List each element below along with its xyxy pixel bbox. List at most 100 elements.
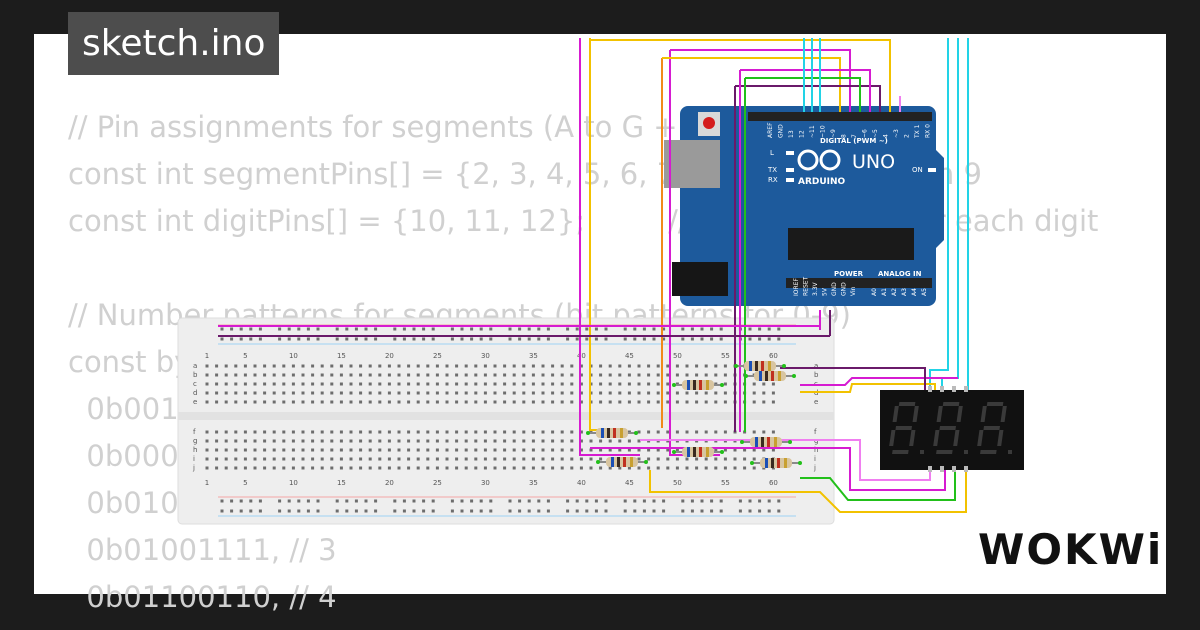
analog-pin-label: A1: [881, 288, 888, 296]
digital-pin-label: RX 0: [925, 124, 932, 138]
column-number: 60: [769, 352, 778, 360]
resistor: [744, 371, 796, 381]
wires: [218, 38, 969, 513]
column-number: 50: [673, 479, 682, 487]
digit: [977, 402, 1012, 454]
column-number: 15: [337, 352, 346, 360]
row-letter: i: [193, 455, 195, 463]
power-pin-label: RESET: [803, 276, 810, 296]
column-number: 20: [385, 352, 394, 360]
power-analog-header: [786, 278, 932, 288]
analog-pin-label: A3: [901, 288, 908, 296]
row-letter: g: [193, 437, 197, 445]
led-l-label: L: [770, 149, 774, 157]
column-number: 15: [337, 479, 346, 487]
code-line: 0b01001111, // 3: [68, 533, 337, 567]
code-line: 0b01100110, // 4: [68, 580, 337, 614]
row-letter: h: [193, 446, 197, 454]
column-number: 25: [433, 479, 442, 487]
analog-pin-label: A5: [921, 288, 928, 296]
digital-pin-label: 8: [841, 134, 848, 138]
column-number: 5: [243, 479, 247, 487]
analog-pin-label: A2: [891, 288, 898, 296]
seven-segment-display: [880, 386, 1024, 472]
column-number: 40: [577, 352, 586, 360]
digital-pin-label: GND: [778, 124, 785, 138]
power-jack: [672, 262, 728, 296]
row-letter: a: [814, 362, 818, 370]
usb-port: [664, 140, 720, 188]
row-letter: h: [814, 446, 818, 454]
resistors: [586, 361, 802, 468]
column-number: 45: [625, 352, 634, 360]
power-pin-label: 3.3V: [812, 281, 819, 296]
digital-pin-label: TX 1: [914, 124, 921, 139]
digital-pin-label: ~9: [830, 129, 837, 138]
file-title-badge: sketch.ino: [68, 12, 280, 75]
power-pin-label: GND: [841, 282, 848, 296]
arduino-logo-icon: [797, 149, 841, 171]
row-letter: d: [193, 389, 197, 397]
column-number: 1: [205, 479, 209, 487]
digital-pin-label: ~11: [809, 125, 816, 138]
arduino-uno-board: UNO ARDUINO DIGITAL (PWM ~) POWER ANALOG…: [664, 106, 944, 306]
row-letter: b: [193, 371, 198, 379]
led-tx-label: TX: [767, 166, 777, 174]
column-number: 35: [529, 352, 538, 360]
breadboard-column-numbers: 1155101015152020252530303535404045455050…: [205, 352, 778, 487]
column-number: 30: [481, 352, 490, 360]
analog-pin-label: A0: [871, 288, 878, 296]
column-number: 60: [769, 479, 778, 487]
display-digits: [889, 402, 1012, 454]
digital-pin-label: ~5: [872, 129, 879, 138]
row-letter: f: [193, 428, 196, 436]
wire-magenta: [579, 38, 640, 456]
wokwi-logo: WOKWi: [978, 525, 1164, 574]
breadboard-holes: [205, 327, 781, 513]
digital-pin-label: 13: [788, 130, 795, 138]
column-number: 50: [673, 352, 682, 360]
resistor: [740, 437, 792, 447]
column-number: 40: [577, 479, 586, 487]
power-pin-label: 5V: [822, 287, 829, 296]
digit: [889, 402, 924, 454]
row-letter: j: [192, 464, 195, 472]
arduino-model-label: UNO: [852, 151, 895, 173]
resistor: [596, 457, 648, 467]
power-pin-label: IOREF: [793, 278, 800, 296]
digit: [933, 402, 968, 454]
digital-pin-label: ~10: [820, 125, 827, 138]
row-letter: c: [193, 380, 197, 388]
analog-pin-label: A4: [911, 288, 918, 296]
column-number: 45: [625, 479, 634, 487]
row-letter: e: [814, 398, 818, 406]
analog-label: ANALOG IN: [878, 270, 922, 278]
row-letter: a: [193, 362, 197, 370]
digital-pin-label: ~3: [893, 129, 900, 138]
arduino-brand-label: ARDUINO: [798, 177, 846, 187]
power-pin-label: Vin: [850, 286, 857, 296]
row-letter: f: [814, 428, 817, 436]
digital-pin-label: 2: [904, 134, 911, 138]
resistor: [734, 361, 786, 371]
row-letter: j: [813, 464, 816, 472]
digital-pin-label: ~6: [862, 129, 869, 138]
digital-pins-label: DIGITAL (PWM ~): [820, 137, 888, 145]
digital-pin-label: 7: [851, 134, 858, 138]
resistor: [672, 447, 724, 457]
resistor: [586, 428, 638, 438]
resistor: [672, 380, 724, 390]
column-number: 10: [289, 479, 298, 487]
digital-pin-label: 12: [799, 130, 806, 138]
microcontroller-chip: [788, 228, 914, 260]
column-number: 35: [529, 479, 538, 487]
on-led-label: ON: [912, 166, 923, 174]
digital-pin-label: 4: [883, 134, 890, 138]
led-rx-label: RX: [768, 176, 778, 184]
column-number: 30: [481, 479, 490, 487]
row-letter: b: [814, 371, 819, 379]
power-label: POWER: [834, 270, 864, 278]
column-number: 55: [721, 352, 730, 360]
column-number: 10: [289, 352, 298, 360]
